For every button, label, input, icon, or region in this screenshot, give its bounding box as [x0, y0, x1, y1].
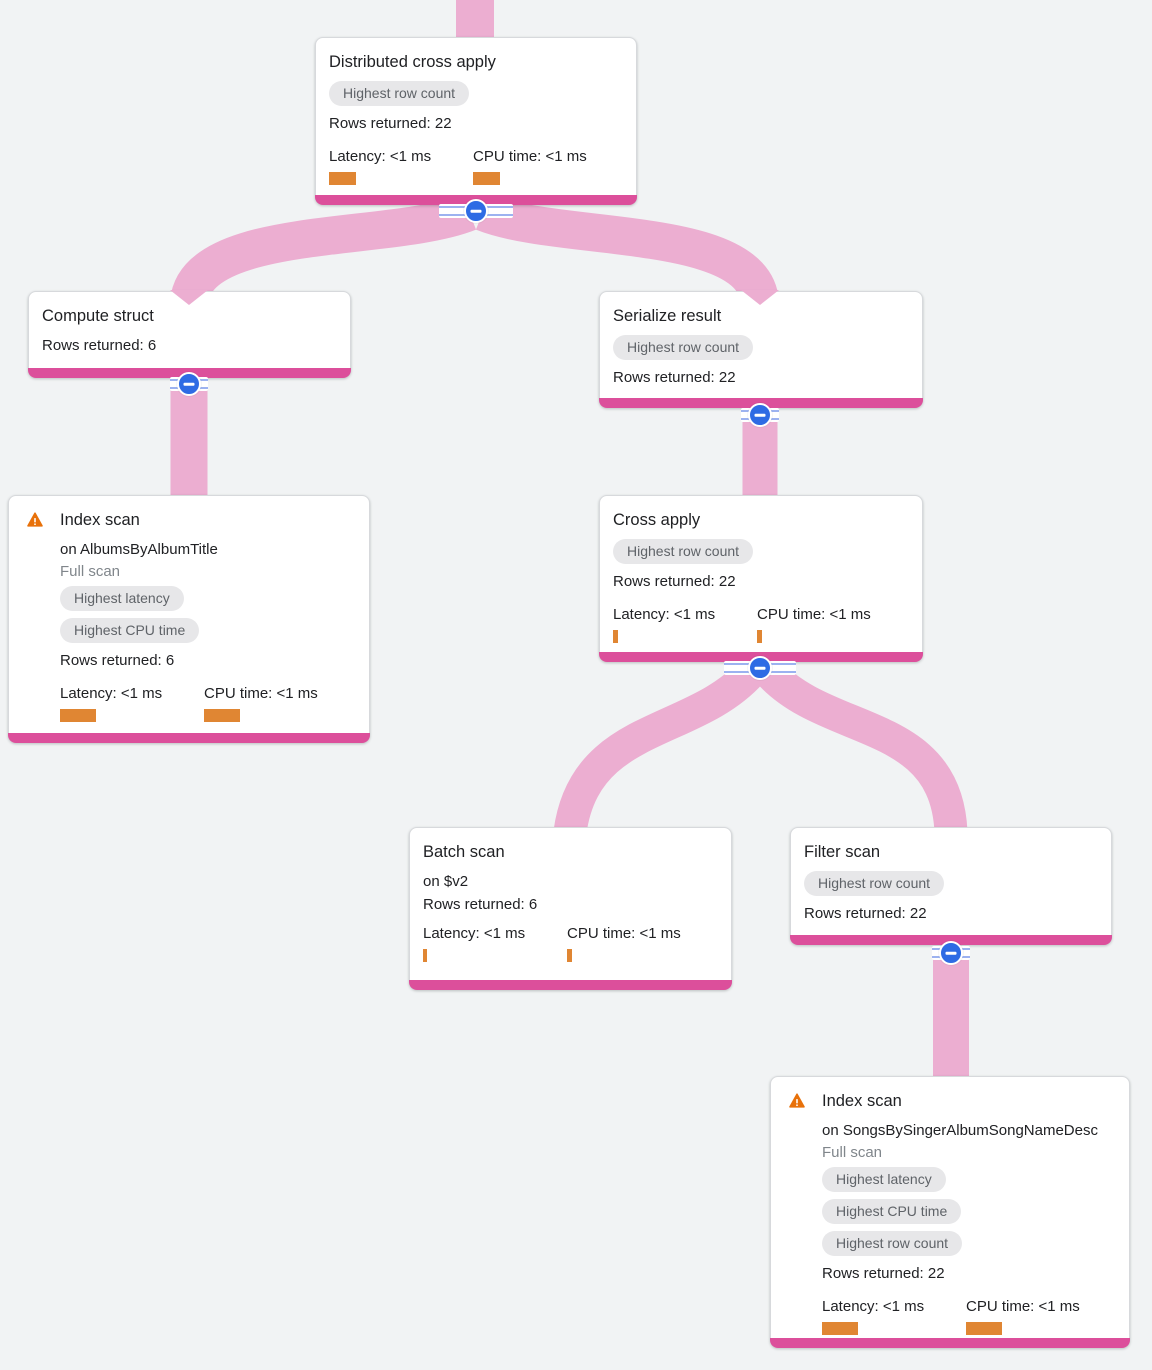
collapse-minus-icon — [177, 372, 201, 396]
node-table: on AlbumsByAlbumTitle — [60, 541, 218, 558]
badge-highest-row-count: Highest row count — [329, 81, 470, 106]
badge-highest-row-count: Highest row count — [822, 1231, 963, 1256]
collapse-minus-icon — [748, 403, 772, 427]
badge-highest-latency: Highest latency — [60, 586, 184, 611]
collapse-button[interactable] — [741, 403, 779, 427]
cpu-time-label: CPU time: <1 ms — [567, 925, 681, 942]
collapse-button[interactable] — [724, 656, 796, 680]
edge-distributed-cross-apply-to-compute-struct — [170, 194, 477, 307]
rows-returned: Rows returned: 22 — [329, 115, 452, 132]
collapse-button[interactable] — [439, 199, 513, 223]
latency-label: Latency: <1 ms — [613, 606, 716, 623]
cpu-time-label: CPU time: <1 ms — [757, 606, 871, 623]
plan-node-cross-apply[interactable]: Cross apply Highest row count Rows retur… — [599, 495, 923, 662]
node-table: on SongsBySingerAlbumSongNameDesc — [822, 1122, 1098, 1139]
badge-highest-latency: Highest latency — [822, 1167, 946, 1192]
collapse-minus-icon — [748, 656, 772, 680]
edge-arrow-tip — [741, 290, 779, 305]
scan-type: Full scan — [822, 1144, 883, 1161]
collapse-minus-icon — [939, 941, 963, 965]
edge-distributed-cross-apply-to-serialize-result — [475, 194, 779, 306]
node-table: on $v2 — [423, 873, 469, 890]
latency-bar — [613, 630, 618, 643]
edge-arrow-tip — [170, 290, 208, 305]
cpu-time-label: CPU time: <1 ms — [204, 685, 318, 702]
cpu-time-bar — [204, 709, 240, 722]
latency-bar — [822, 1322, 858, 1335]
badge-highest-cpu-time: Highest CPU time — [60, 618, 200, 643]
latency-label: Latency: <1 ms — [329, 148, 432, 165]
badge-highest-row-count: Highest row count — [613, 539, 754, 564]
scan-type: Full scan — [60, 563, 121, 580]
badge-highest-cpu-time: Highest CPU time — [822, 1199, 962, 1224]
warning-icon — [789, 1093, 805, 1108]
rows-returned: Rows returned: 22 — [613, 573, 736, 590]
latency-bar — [423, 949, 427, 962]
node-title: Cross apply — [613, 511, 701, 529]
badge-highest-row-count: Highest row count — [804, 871, 945, 896]
latency-bar — [60, 709, 96, 722]
plan-node-index-scan-albums[interactable]: Index scan on AlbumsByAlbumTitle Full sc… — [8, 495, 370, 743]
node-title: Distributed cross apply — [329, 53, 496, 71]
node-title: Index scan — [822, 1092, 902, 1110]
collapse-button[interactable] — [170, 372, 208, 396]
rows-returned: Rows returned: 22 — [804, 905, 927, 922]
node-title: Index scan — [60, 511, 140, 529]
warning-icon — [27, 512, 43, 527]
plan-node-serialize-result[interactable]: Serialize result Highest row count Rows … — [599, 291, 923, 408]
latency-bar — [329, 172, 356, 185]
rows-returned: Rows returned: 22 — [822, 1265, 945, 1282]
node-title: Batch scan — [423, 843, 505, 861]
edge-cross-apply-to-filter-scan — [756, 660, 968, 834]
node-title: Compute struct — [42, 307, 154, 325]
rows-returned: Rows returned: 6 — [423, 896, 538, 913]
plan-node-distributed-cross-apply[interactable]: Distributed cross apply Highest row coun… — [315, 37, 637, 205]
plan-node-filter-scan[interactable]: Filter scan Highest row count Rows retur… — [790, 827, 1112, 945]
badge-highest-row-count: Highest row count — [613, 335, 754, 360]
latency-label: Latency: <1 ms — [423, 925, 526, 942]
node-title: Serialize result — [613, 307, 722, 325]
collapse-minus-icon — [464, 199, 488, 223]
cpu-time-label: CPU time: <1 ms — [966, 1298, 1080, 1315]
cpu-time-bar — [757, 630, 762, 643]
rows-returned: Rows returned: 22 — [613, 369, 736, 386]
node-title: Filter scan — [804, 843, 881, 861]
plan-node-index-scan-songs[interactable]: Index scan on SongsBySingerAlbumSongName… — [770, 1076, 1130, 1348]
collapse-button[interactable] — [932, 941, 970, 965]
latency-label: Latency: <1 ms — [822, 1298, 925, 1315]
plan-node-batch-scan[interactable]: Batch scan on $v2 Rows returned: 6 Laten… — [409, 827, 732, 990]
rows-returned: Rows returned: 6 — [60, 652, 175, 669]
latency-label: Latency: <1 ms — [60, 685, 163, 702]
cpu-time-bar — [966, 1322, 1002, 1335]
rows-returned: Rows returned: 6 — [42, 337, 157, 354]
edge-cross-apply-to-batch-scan — [553, 660, 764, 835]
cpu-time-bar — [473, 172, 500, 185]
cpu-time-bar — [567, 949, 572, 962]
cpu-time-label: CPU time: <1 ms — [473, 148, 587, 165]
